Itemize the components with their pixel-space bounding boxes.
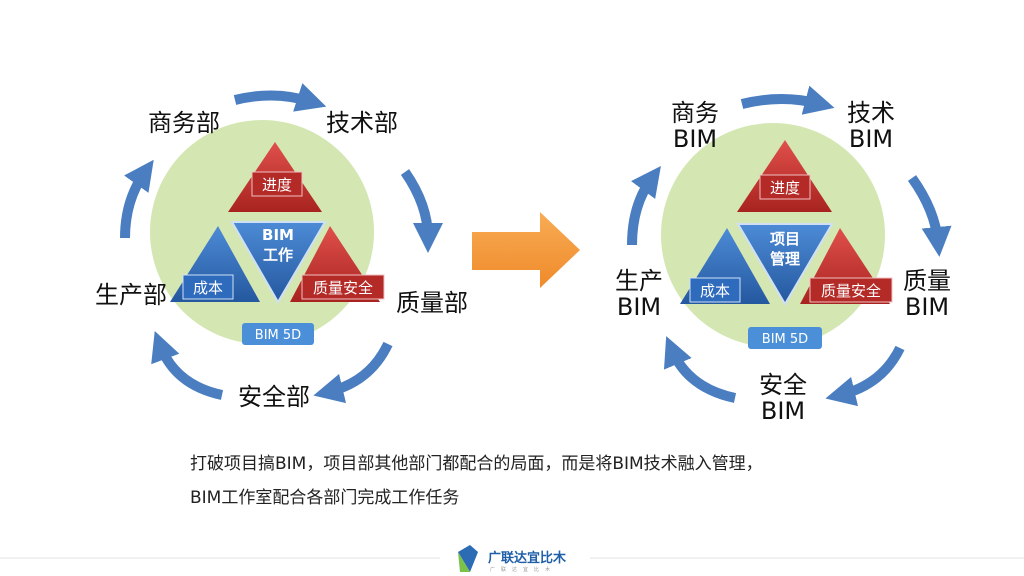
right-dept-quality-line2: BIM	[904, 293, 950, 321]
right-cycle-arrows	[627, 85, 952, 407]
right-quality-label: 质量安全	[821, 282, 881, 300]
left-cycle-arrows	[120, 83, 443, 404]
left-dept-business: 商务部	[148, 109, 220, 137]
right-dept-production-line1: 生产	[615, 267, 663, 295]
left-quality-box	[301, 274, 385, 300]
left-quality-label: 质量安全	[313, 279, 373, 297]
transition-arrow	[472, 212, 580, 288]
left-diagram: 进度 成本 质量安全 BIM 工作 BIM 5D	[120, 83, 443, 404]
left-center-triangle	[230, 221, 327, 304]
right-dept-safety: 安全 BIM	[754, 372, 812, 424]
left-bim5d-label: BIM 5D	[255, 328, 301, 343]
logo-tagline: 广联达宜比木	[490, 567, 557, 573]
right-bim5d-label: BIM 5D	[762, 332, 808, 347]
left-bim5d-badge	[242, 323, 314, 345]
left-arrow-left	[120, 159, 154, 239]
right-arrow-bottom-right	[825, 345, 905, 407]
right-arrow-top	[740, 85, 835, 115]
logo-icon	[458, 545, 478, 572]
right-dept-business-line1: 商务	[671, 99, 719, 127]
right-quality-box	[809, 277, 893, 303]
left-cost-label: 成本	[193, 279, 223, 297]
left-progress-box	[251, 171, 303, 197]
logo-name: 广联达宜比木	[488, 551, 567, 566]
right-dept-production-line2: BIM	[616, 293, 662, 321]
right-dept-technical-line1: 技术	[847, 99, 895, 127]
caption-line2: BIM工作室配合各部门完成工作任务	[190, 488, 460, 508]
left-dept-technical: 技术部	[326, 109, 398, 137]
left-arrow-bottom-left	[151, 330, 224, 400]
right-dept-technical-line2: BIM	[848, 125, 894, 153]
left-progress-label: 进度	[262, 176, 292, 194]
left-dept-production: 生产部	[95, 281, 167, 309]
right-dept-safety-line1: 安全	[759, 371, 807, 399]
right-dept-business: 商务 BIM	[666, 100, 724, 152]
right-progress-label: 进度	[770, 179, 800, 197]
right-center-line1: 项目	[770, 230, 800, 248]
caption-line1: 打破项目搞BIM，项目部其他部门都配合的局面，而是将BIM技术融入管理，	[190, 454, 763, 474]
right-center-triangle	[736, 223, 834, 306]
right-arrow-left	[627, 165, 661, 246]
left-arrow-top	[233, 83, 327, 112]
left-cost-box	[182, 274, 234, 300]
left-arrow-bottom-right	[313, 341, 393, 404]
right-bim5d-badge	[748, 327, 822, 349]
left-dept-safety: 安全部	[238, 383, 310, 411]
right-dept-production: 生产 BIM	[610, 268, 668, 320]
right-dept-quality-line1: 质量	[903, 267, 951, 295]
left-center-line2: 工作	[263, 246, 293, 264]
right-dept-safety-line2: BIM	[760, 397, 806, 425]
right-arrow-right	[907, 175, 952, 257]
right-cost-label: 成本	[700, 282, 730, 300]
left-dept-quality: 质量部	[396, 289, 468, 317]
right-dept-technical: 技术 BIM	[842, 100, 900, 152]
right-progress-box	[759, 174, 811, 200]
left-center-line1: BIM	[262, 226, 294, 244]
right-cost-box	[689, 277, 741, 303]
right-diagram: 进度 成本 质量安全 项目 管理 BIM 5D	[627, 85, 952, 407]
right-dept-quality: 质量 BIM	[898, 268, 956, 320]
right-dept-business-line2: BIM	[672, 125, 718, 153]
right-arrow-bottom-left	[664, 336, 737, 403]
right-center-line2: 管理	[770, 250, 800, 268]
left-arrow-right	[400, 169, 443, 253]
